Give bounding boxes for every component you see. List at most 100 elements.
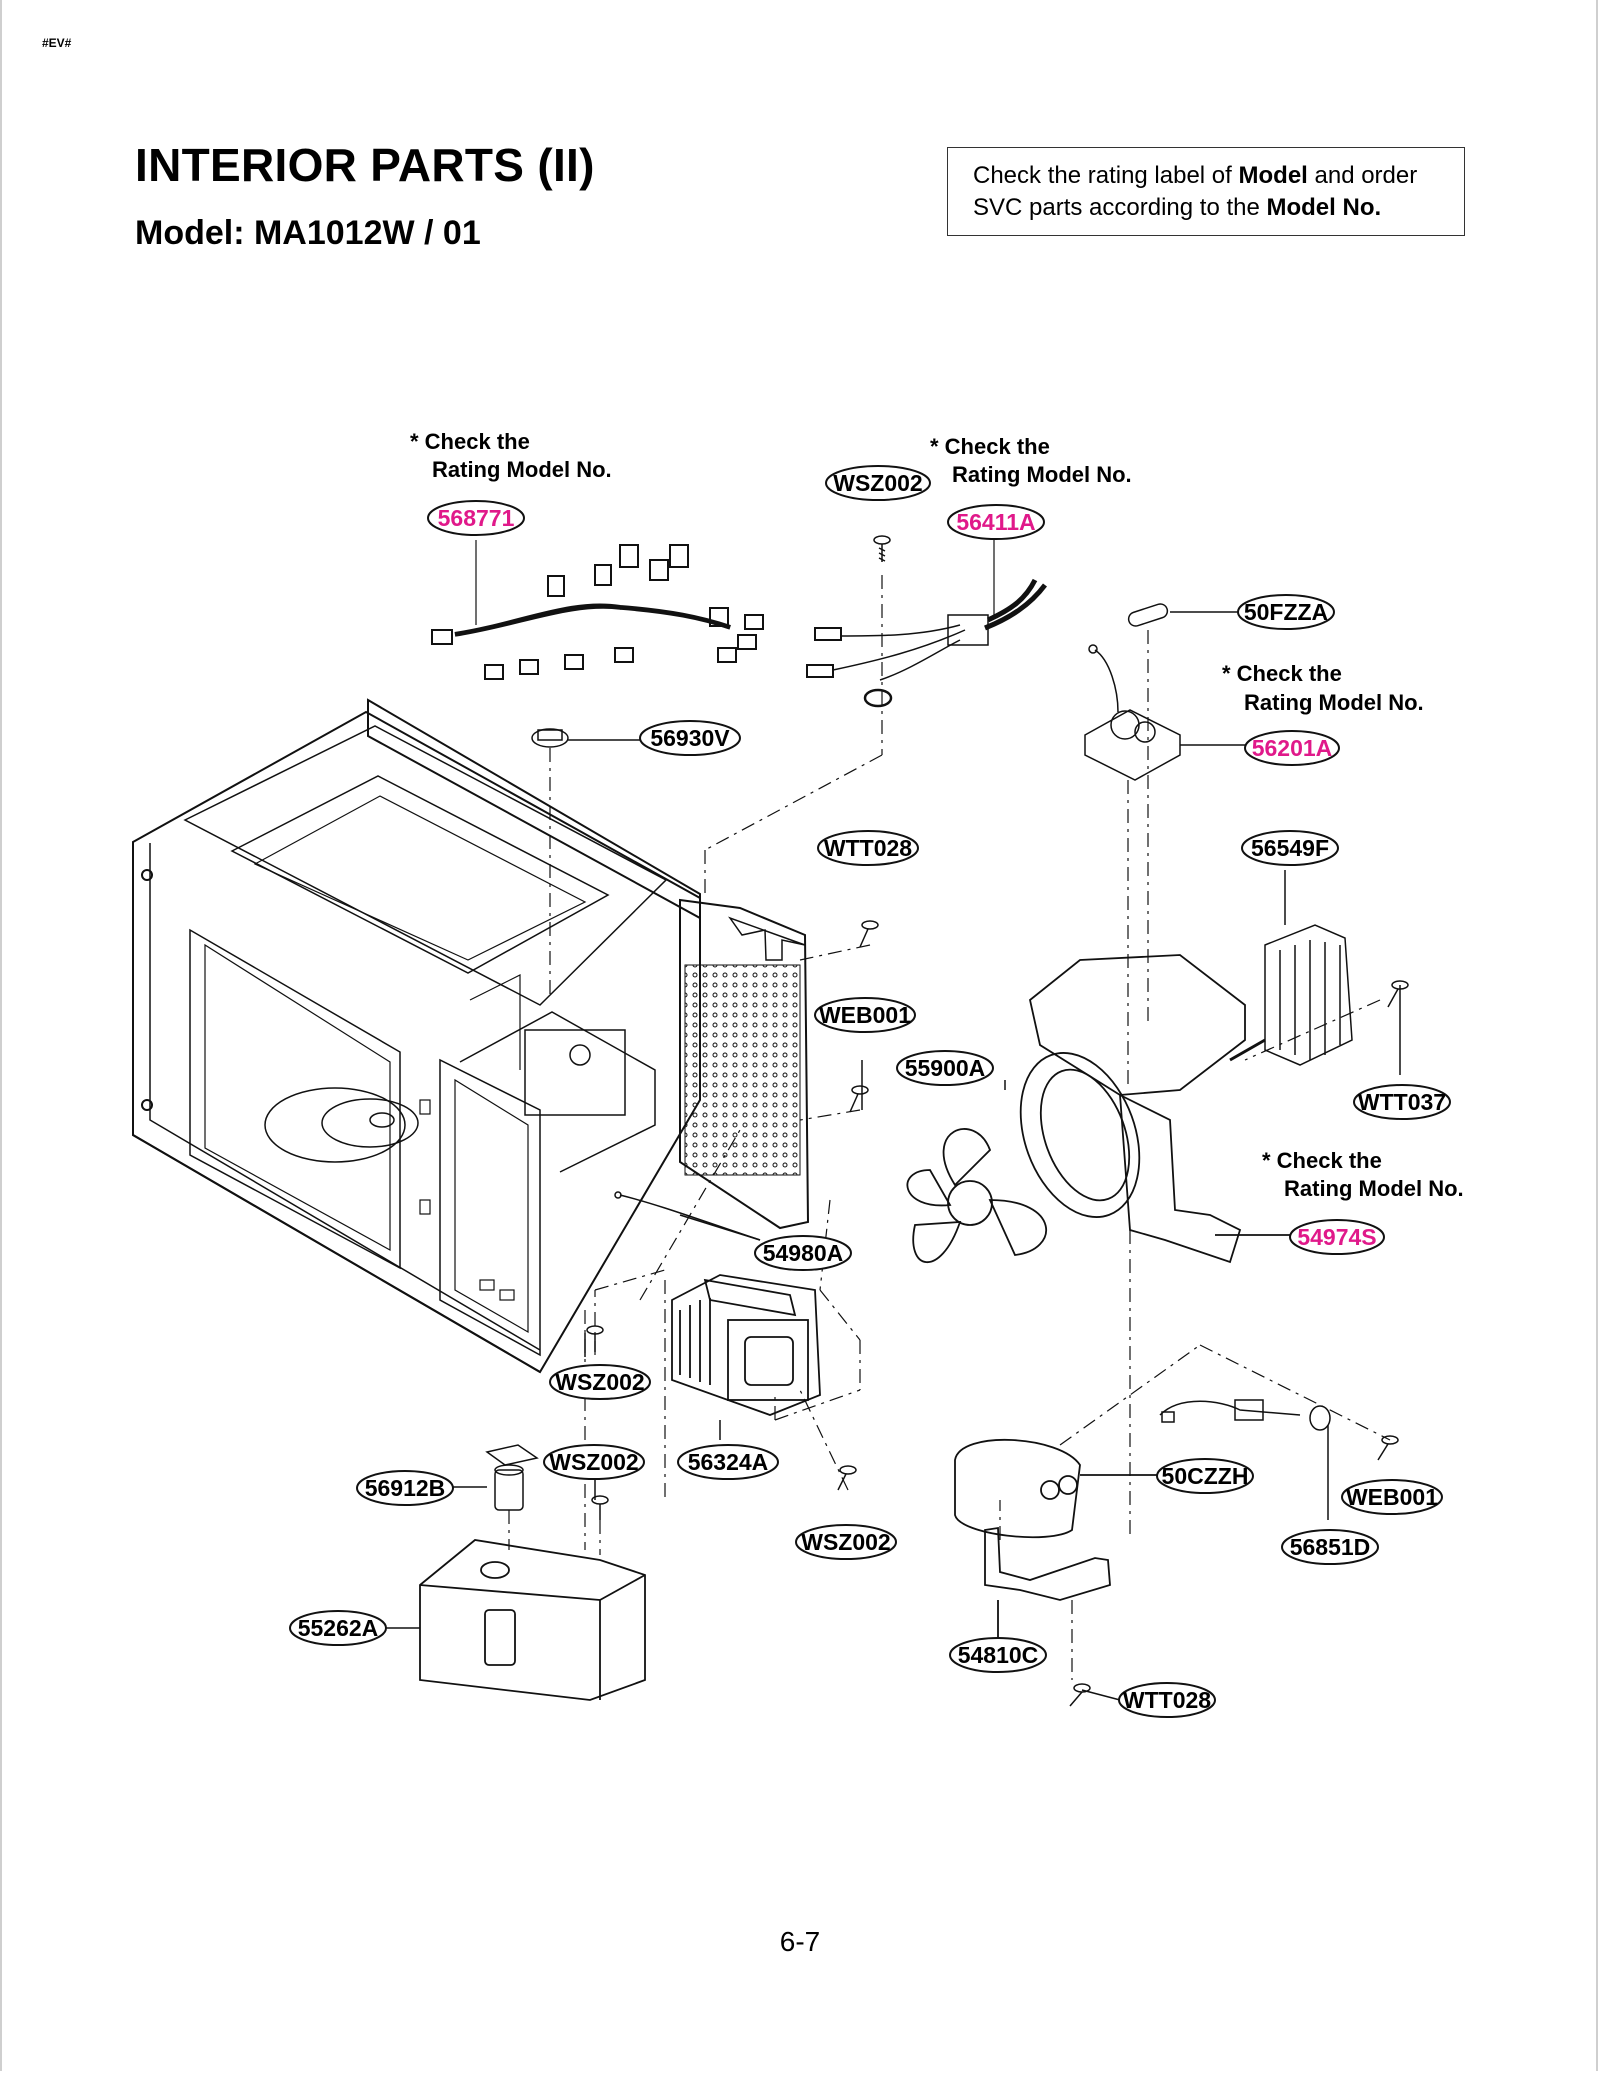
callout-54810C[interactable]: 54810C <box>949 1637 1047 1673</box>
note-line: * Check the <box>1262 1148 1382 1173</box>
callout-54974S[interactable]: 54974S <box>1289 1219 1385 1255</box>
noise-filter-board-drawing <box>1084 644 1245 781</box>
callout-56851D[interactable]: 56851D <box>1281 1529 1379 1565</box>
callout-50CZZH[interactable]: 50CZZH <box>1156 1458 1254 1494</box>
callout-ellipse <box>356 1470 454 1506</box>
callout-ellipse <box>817 830 919 866</box>
callout-ellipse <box>1289 1219 1385 1255</box>
note-line: Rating Model No. <box>1284 1176 1464 1201</box>
part-number: 56411A <box>956 509 1035 535</box>
rating-note-2: * Check the Rating Model No. <box>930 434 1132 487</box>
part-number: 568771 <box>438 505 515 531</box>
noise-filter-wire-drawing <box>806 540 1047 708</box>
notice-text: SVC parts according to the <box>973 194 1267 221</box>
rating-label-notice: Check the rating label of Model and orde… <box>947 147 1465 236</box>
corner-tag: #EV# <box>42 36 72 50</box>
callout-ellipse <box>1353 1084 1451 1120</box>
callout-55900A[interactable]: 55900A <box>896 1050 994 1086</box>
part-number: 54980A <box>763 1240 844 1266</box>
callout-ellipse <box>896 1050 994 1086</box>
notice-line-2: SVC parts according to the Model No. <box>973 192 1439 224</box>
wire-harness-drawing <box>431 540 764 680</box>
notice-bold-model: Model <box>1238 162 1308 189</box>
note-line: Rating Model No. <box>432 457 612 482</box>
callout-ellipse <box>1241 830 1339 866</box>
model-subtitle: Model: MA1012W / 01 <box>135 214 481 252</box>
callout-ellipse <box>1156 1458 1254 1494</box>
callout-WEB001-mid[interactable]: WEB001 <box>814 997 916 1033</box>
callout-ellipse <box>677 1444 779 1480</box>
callout-WTT028-bottom[interactable]: WTT028 <box>1118 1682 1216 1718</box>
callout-ellipse <box>814 997 916 1033</box>
part-number: 56549F <box>1251 835 1329 861</box>
callout-ellipse <box>947 504 1045 540</box>
note-line: * Check the <box>410 429 530 454</box>
callout-WSZ002-right[interactable]: WSZ002 <box>795 1524 897 1560</box>
fan-blade-drawing <box>906 1128 1047 1264</box>
callout-ellipse <box>754 1235 852 1271</box>
callout-50FZZA[interactable]: 50FZZA <box>1237 594 1335 630</box>
assembly-guide-lines <box>508 575 1391 1680</box>
part-number: WSZ002 <box>833 470 922 496</box>
part-number: WEB001 <box>819 1002 911 1028</box>
thermostat-drawing <box>531 728 640 748</box>
callout-ellipse <box>549 1364 651 1400</box>
callout-56912B[interactable]: 56912B <box>356 1470 454 1506</box>
callout-WSZ002-left[interactable]: WSZ002 <box>549 1364 651 1400</box>
part-number: 56912B <box>365 1475 446 1501</box>
leader-lines <box>380 985 1401 1701</box>
part-number: WEB001 <box>1346 1484 1438 1510</box>
callout-56201A[interactable]: 56201A <box>1244 730 1340 766</box>
oven-cavity-drawing <box>132 698 701 1374</box>
fan-duct-drawing <box>1019 954 1290 1264</box>
part-number: 54974S <box>1297 1224 1376 1250</box>
screw-icons <box>586 535 1409 1707</box>
callout-WEB001-right[interactable]: WEB001 <box>1341 1479 1443 1515</box>
callout-WSZ002-lower[interactable]: WSZ002 <box>543 1444 645 1480</box>
callout-ellipse <box>795 1524 897 1560</box>
notice-text: and order <box>1307 162 1418 189</box>
rating-note-1: * Check the Rating Model No. <box>410 429 612 482</box>
callout-568771[interactable]: 568771 <box>427 500 525 536</box>
part-number: WTT037 <box>1358 1089 1446 1115</box>
fuse-drawing <box>1127 603 1240 627</box>
callout-WTT028-mid[interactable]: WTT028 <box>817 830 919 866</box>
part-number: 54810C <box>958 1642 1039 1668</box>
line-art <box>132 535 1409 1707</box>
part-number: 50FZZA <box>1244 599 1328 625</box>
motor-housing-drawing <box>419 1539 646 1701</box>
capacitor-bracket-drawing <box>984 1526 1111 1640</box>
callout-54980A[interactable]: 54980A <box>754 1235 852 1271</box>
part-number: WSZ002 <box>555 1369 644 1395</box>
part-number: 55900A <box>905 1055 986 1081</box>
magnetron-drawing <box>671 1274 821 1416</box>
notice-bold-model-no: Model No. <box>1266 194 1382 221</box>
callout-ellipse <box>1281 1529 1379 1565</box>
callout-55262A[interactable]: 55262A <box>289 1610 387 1646</box>
callout-WTT037[interactable]: WTT037 <box>1353 1084 1451 1120</box>
page-number: 6-7 <box>779 1926 821 1957</box>
note-line: * Check the <box>930 434 1050 459</box>
callout-WSZ002-top[interactable]: WSZ002 <box>825 465 931 501</box>
note-line: Rating Model No. <box>952 462 1132 487</box>
callout-56930V[interactable]: 56930V <box>639 720 741 756</box>
callout-ellipse <box>825 465 931 501</box>
part-number: WSZ002 <box>801 1529 890 1555</box>
part-number: WTT028 <box>1123 1687 1211 1713</box>
notice-line-1: Check the rating label of Model and orde… <box>973 160 1439 192</box>
callout-56324A[interactable]: 56324A <box>677 1444 779 1480</box>
side-panel-drawing <box>679 898 810 1230</box>
callout-56411A[interactable]: 56411A <box>947 504 1045 540</box>
note-line: Rating Model No. <box>1244 690 1424 715</box>
callout-ellipse <box>949 1637 1047 1673</box>
sensor-drawing <box>1159 1399 1331 1505</box>
coupler-drawing <box>485 1444 539 1511</box>
callout-ellipse <box>289 1610 387 1646</box>
callout-56549F[interactable]: 56549F <box>1241 830 1339 866</box>
callout-ellipse <box>1341 1479 1443 1515</box>
part-number: 55262A <box>298 1615 379 1641</box>
callout-ellipse <box>427 500 525 536</box>
callout-ellipse <box>639 720 741 756</box>
